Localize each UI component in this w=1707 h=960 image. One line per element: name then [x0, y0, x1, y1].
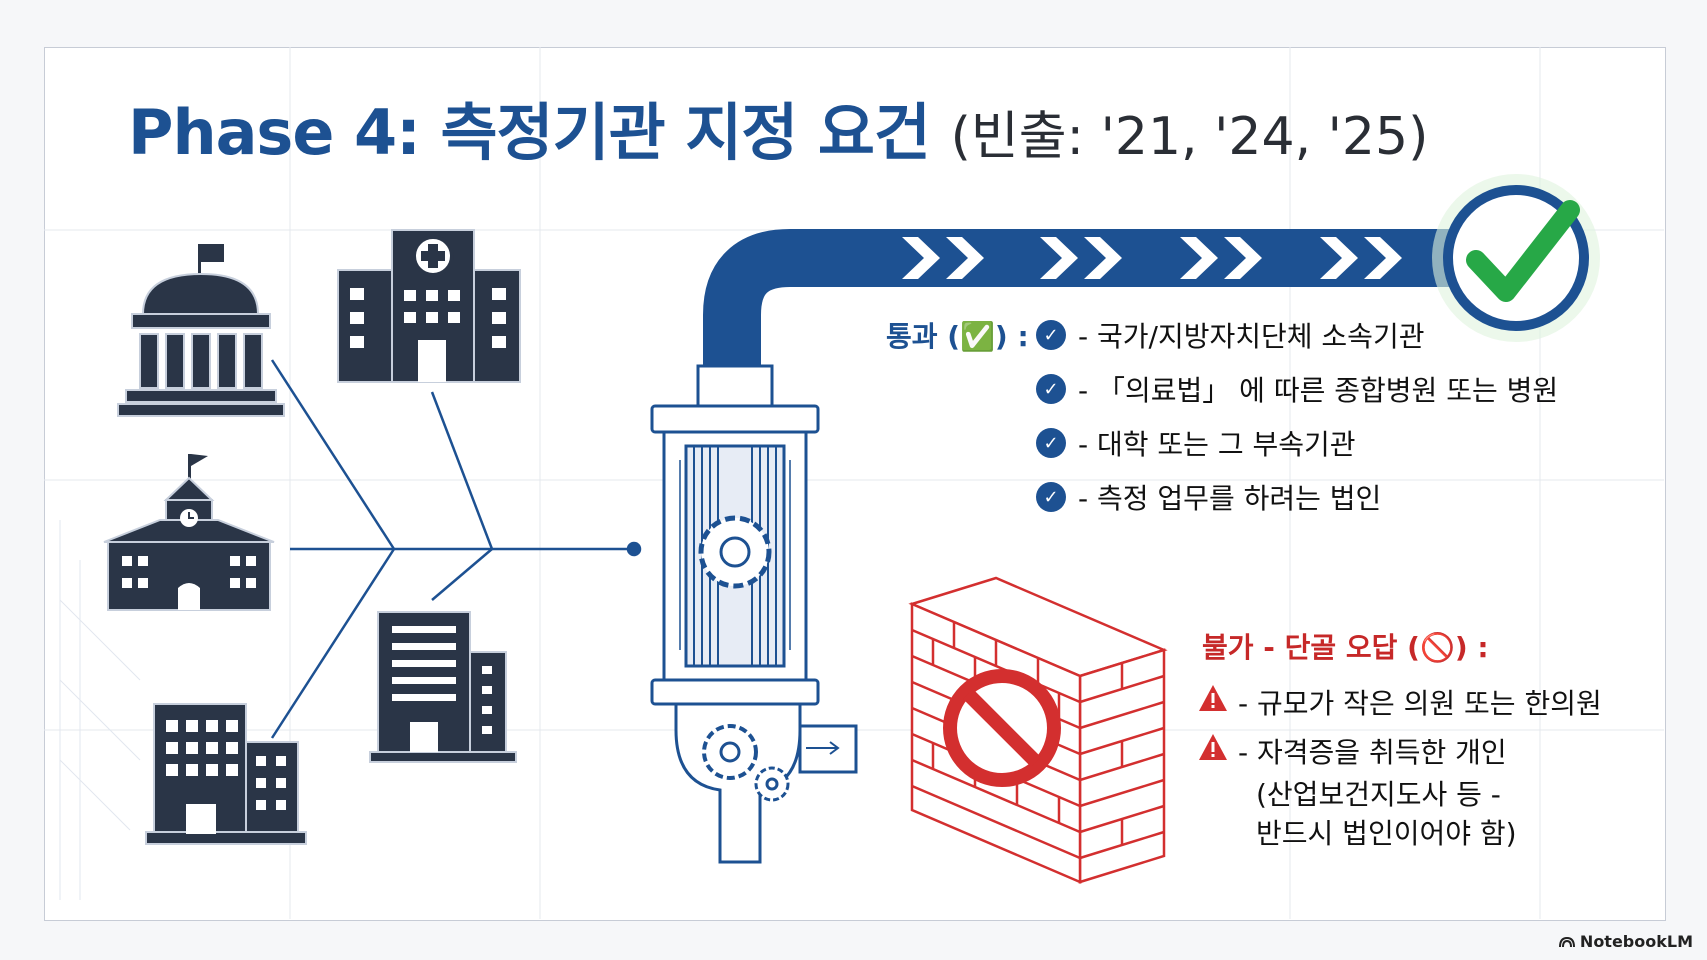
fail-note-line: 반드시 법인이어야 함) — [1256, 817, 1517, 850]
pass-item-text: - 대학 또는 그 부속기관 — [1078, 428, 1356, 461]
fail-item: - 규모가 작은 의원 또는 한의원 — [1198, 682, 1602, 722]
pass-item: ✓ - 대학 또는 그 부속기관 — [1036, 423, 1356, 463]
pass-item: ✓ - 측정 업무를 하려는 법인 — [1036, 477, 1381, 517]
page-title: Phase 4: 측정기관 지정 요건 (빈출: '21, '24, '25) — [128, 82, 1428, 172]
slide-frame — [44, 47, 1666, 921]
funnel-lines — [270, 359, 642, 739]
check-circle-icon: ✓ — [1036, 320, 1066, 350]
title-sub: (빈출: '21, '24, '25) — [950, 107, 1429, 167]
fail-item: - 자격증을 취득한 개인 — [1198, 731, 1507, 771]
fail-item-text: - 자격증을 취득한 개인 — [1238, 736, 1507, 769]
government-building-icon — [117, 244, 285, 417]
fail-item-text: - 규모가 작은 의원 또는 한의원 — [1238, 687, 1602, 720]
pass-label: 통과 (✅) : — [886, 320, 1029, 353]
footer-brand-text: NotebookLM — [1579, 932, 1693, 951]
check-circle-icon: ✓ — [1036, 428, 1066, 458]
fail-label: 불가 - 단골 오답 (🚫) : — [1202, 631, 1489, 664]
check-circle-icon: ✓ — [1036, 374, 1066, 404]
flow-pipe — [703, 229, 1510, 368]
pass-item-text: - 「의료법」 에 따른 종합병원 또는 병원 — [1078, 374, 1559, 407]
notebooklm-logo-icon — [1558, 936, 1575, 947]
pass-item-text: - 측정 업무를 하려는 법인 — [1078, 482, 1382, 515]
warning-triangle-icon — [1199, 734, 1227, 760]
warning-triangle-icon — [1199, 685, 1227, 711]
hospital-icon — [337, 229, 521, 383]
pass-item: ✓ - 국가/지방자치단체 소속기관 — [1036, 315, 1424, 355]
office-building-icon — [369, 611, 517, 763]
pass-item-text: - 국가/지방자치단체 소속기관 — [1078, 320, 1425, 353]
footer-brand: NotebookLM — [1558, 932, 1693, 951]
green-check-icon — [1432, 174, 1600, 342]
fail-note-line: (산업보건지도사 등 - — [1256, 778, 1501, 811]
pass-item: ✓ - 「의료법」 에 따른 종합병원 또는 병원 — [1036, 369, 1558, 409]
prohibited-icon — [943, 669, 1061, 787]
title-main: Phase 4: 측정기관 지정 요건 — [128, 96, 931, 169]
filter-machine-icon — [650, 364, 858, 864]
check-circle-icon: ✓ — [1036, 482, 1066, 512]
